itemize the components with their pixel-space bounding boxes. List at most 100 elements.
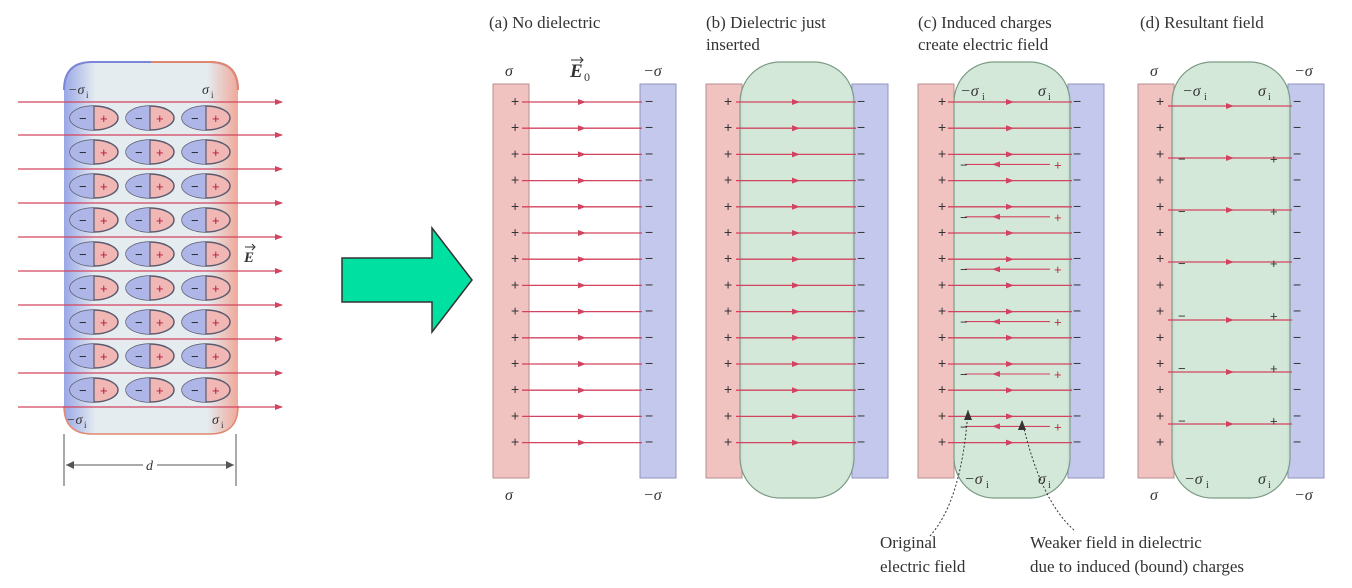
panel-d-sigma-plate-bottom-left: σ	[1150, 487, 1159, 504]
panel-d-field-line-arrowhead	[1226, 421, 1234, 427]
panel-d-field-line-arrowhead	[1226, 369, 1234, 375]
panel-a-minus-charge: −	[645, 355, 653, 371]
panel-d-plus-charge: +	[1156, 303, 1164, 319]
panel-c-negative-plate	[1067, 83, 1105, 479]
panel-d-plus-charge: +	[1156, 172, 1164, 188]
panel-c-minus-charge: −	[1073, 198, 1081, 214]
panel-a-field-lines	[522, 99, 642, 446]
left-dipole-negative-half	[182, 208, 206, 232]
left-dipole-plus: +	[212, 247, 220, 262]
panel-d-dielectric-slab	[1171, 61, 1291, 499]
panel-d-sigma-top-left-sub: i	[1204, 92, 1207, 103]
panel-d-plus-charge: +	[1156, 224, 1164, 240]
panel-b-minus-charge: −	[857, 250, 865, 266]
panel-c-plus-charge: +	[938, 381, 946, 397]
panel-a-minus-charge: −	[645, 198, 653, 214]
left-dipole-minus: −	[191, 349, 199, 364]
left-sigma-top-right-sub: i	[211, 90, 214, 100]
panel-d-induced-minus: −	[1178, 256, 1186, 271]
panel-d-minus-charge: −	[1293, 224, 1301, 240]
panel-c-plus-charge: +	[938, 198, 946, 214]
panel-a-field-line-arrowhead	[578, 308, 586, 315]
panel-d-induced-plus: +	[1270, 151, 1278, 166]
panel-d-plus-charge: +	[1156, 355, 1164, 371]
panel-a-plus-charge: +	[511, 93, 519, 109]
panel-a-plus-charge: +	[511, 381, 519, 397]
original-field-pointer-head	[964, 410, 972, 420]
panel-d-induced-minus: −	[1178, 413, 1186, 428]
panel-b-field-line-arrowhead	[792, 439, 800, 446]
panel-d-plus-charge: +	[1156, 381, 1164, 397]
panel-b-minus-charge: −	[857, 434, 865, 450]
panel-c-field-line-arrowhead	[1006, 151, 1014, 158]
panel-a-field-line-arrowhead	[578, 334, 586, 341]
panel-a-minus-charge: −	[645, 434, 653, 450]
panel-b: +−+−+−+−+−+−+−+−+−+−+−+−+−+−	[705, 61, 889, 499]
panel-a-field-line-arrowhead	[578, 439, 586, 446]
panel-c-sigma-top-left-sub: i	[982, 92, 985, 103]
panel-d-induced-plus: +	[1270, 204, 1278, 219]
panel-d-field-line-arrowhead	[1226, 259, 1234, 265]
panel-a-plus-charge: +	[511, 198, 519, 214]
panel-a-plus-charge: +	[511, 407, 519, 423]
panel-c-induced-minus: −	[960, 262, 968, 277]
panel-c-sigma-bottom-right: σ	[1038, 471, 1047, 488]
panel-d-minus-charge: −	[1293, 276, 1301, 292]
panel-a-plus-charge: +	[511, 276, 519, 292]
panel-c-title-line1: (c) Induced charges	[918, 13, 1052, 32]
left-dipole-minus: −	[79, 349, 87, 364]
panel-b-positive-plate	[705, 83, 743, 479]
panel-c-minus-charge: −	[1073, 119, 1081, 135]
panel-a-field-line-arrowhead	[578, 177, 586, 184]
panel-b-minus-charge: −	[857, 198, 865, 214]
panel-c-induced-arrowhead	[992, 371, 1000, 377]
panel-d-induced-minus: −	[1178, 204, 1186, 219]
panel-c-positive-plate	[917, 83, 955, 479]
panel-c-induced-minus: −	[960, 157, 968, 172]
panel-d-plus-charge: +	[1156, 119, 1164, 135]
left-dipole-minus: −	[191, 213, 199, 228]
panel-b-plus-charge: +	[724, 303, 732, 319]
left-dipole-minus: −	[79, 179, 87, 194]
panel-c-field-line-arrowhead	[1006, 282, 1014, 289]
panel-b-field-line-arrowhead	[792, 361, 800, 367]
left-dipole-minus: −	[79, 145, 87, 160]
panel-c-minus-charge: −	[1073, 172, 1081, 188]
left-dipole-plus: +	[100, 349, 108, 364]
panel-c-field-line-arrowhead	[1006, 230, 1014, 236]
panel-a-plus-charge: +	[511, 303, 519, 319]
left-dielectric-figure: −+−+−+−+−+−+−+−+−+−+−+−+−+−+−+−+−+−+−+−+…	[18, 61, 283, 486]
panel-b-field-lines	[736, 99, 856, 446]
panel-d-plus-charge: +	[1156, 198, 1164, 214]
left-sigma-bottom-right-sub: i	[221, 420, 224, 430]
panel-b-field-line-arrowhead	[792, 125, 800, 132]
left-dipole-negative-half	[126, 276, 150, 300]
left-dipole-plus: +	[156, 349, 164, 364]
panel-c-induced-arrowhead	[992, 318, 1000, 325]
panel-d-minus-charge: −	[1293, 381, 1301, 397]
left-dipole-negative-half	[182, 140, 206, 164]
panel-a-plus-charge: +	[511, 434, 519, 450]
panel-d-plus-charge: +	[1156, 93, 1164, 109]
left-dipole-negative-half	[126, 344, 150, 368]
panel-c-field-line-arrowhead	[1006, 413, 1014, 420]
panel-c-induced-plus: +	[1054, 315, 1062, 330]
panel-a-minus-charge: −	[645, 93, 653, 109]
left-dipole-plus: +	[100, 383, 108, 398]
left-dipole-plus: +	[156, 383, 164, 398]
left-dipole-plus: +	[212, 179, 220, 194]
panel-b-plus-charge: +	[724, 250, 732, 266]
left-dipole-negative-half	[70, 106, 94, 130]
panel-b-field-line-arrowhead	[792, 282, 800, 289]
panel-a-sigma-bottom-right: −σ	[643, 487, 663, 504]
panel-b-field-line-arrowhead	[792, 203, 800, 210]
left-dipole-minus: −	[135, 383, 143, 398]
panel-a-minus-charge: −	[645, 303, 653, 319]
panel-b-field-line-arrowhead	[792, 387, 800, 394]
panel-c-field-line-arrowhead	[1006, 99, 1014, 105]
panel-d-minus-charge: −	[1293, 303, 1301, 319]
panel-a-plus-charge: +	[511, 250, 519, 266]
left-dipole-negative-half	[126, 242, 150, 266]
panel-d-minus-charge: −	[1293, 93, 1301, 109]
